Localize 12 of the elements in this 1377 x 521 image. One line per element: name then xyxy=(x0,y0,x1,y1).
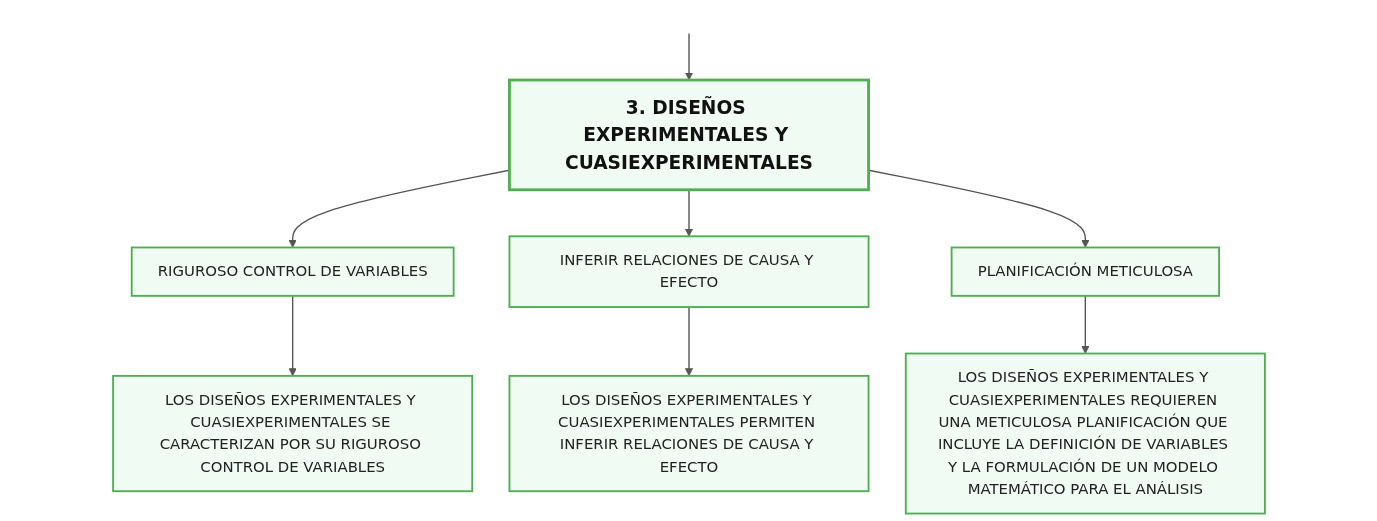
arrow xyxy=(684,189,693,237)
arrow xyxy=(684,32,693,81)
node-box: LOS DISEÑOS EXPERIMENTALES Y CUASIEXPERIMENTALES PERMITEN INFERIR RELACIONES DE CAUSA Y EFECTO xyxy=(508,374,869,493)
arrow xyxy=(1080,295,1089,354)
node-box: RIGUROSO CONTROL DE VARIABLES xyxy=(130,246,455,297)
node-box: PLANIFICACIÓN METICULOSA xyxy=(950,246,1220,297)
node-box: LOS DISEÑOS EXPERIMENTALES Y CUASIEXPERIMENTALES SE CARACTERIZAN POR SU RIGUROSO CONTROL DE VARIABLES xyxy=(111,374,473,493)
node-box: 3. DISEÑOS EXPERIMENTALES Y CUASIEXPERIMENTALES xyxy=(507,78,870,192)
arrow xyxy=(684,306,693,377)
node-box: LOS DISEÑOS EXPERIMENTALES Y CUASIEXPERIMENTALES REQUIEREN UNA METICULOSA PLANIFICACIÓN QUE INCLUYE LA DEFINICIÓN DE VARIABLES Y LA FORMULACIÓN DE UN MODELO MATEMÁTICO PARA EL ANÁLISIS xyxy=(904,352,1266,515)
arrow xyxy=(288,295,297,377)
node-box: INFERIR RELACIONES DE CAUSA Y EFECTO xyxy=(508,235,869,308)
